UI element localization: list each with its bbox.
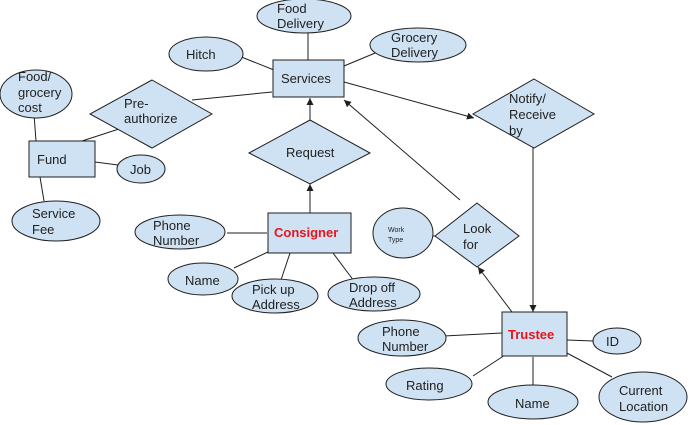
edge-consigner-name [233,250,271,269]
attribute-service-fee: Service Fee [11,200,101,242]
rating-label: Rating [406,378,444,393]
edge-fund-job [94,161,119,166]
consigner-name-label: Name [185,273,220,288]
edge-trustee-location [564,351,613,378]
services-label: Services [281,71,331,86]
attribute-consigner-name: Name [167,262,239,296]
relationship-look-for: Look for [434,202,520,268]
entity-consigner: Consigner [267,212,352,254]
trustee-phone-line-1: Phone [382,324,420,339]
attribute-work-type: Work Type [372,207,434,259]
edge-services-notify [343,81,475,120]
attribute-trustee-phone: Phone Number [357,319,447,357]
trustee-name-label: Name [515,396,550,411]
entity-services: Services [272,59,345,98]
relationship-notify-receive: Notify/ Receive by [471,78,596,149]
consigner-phone-line-2: Number [153,233,200,248]
entity-trustee: Trustee [501,311,568,357]
job-label: Job [130,162,151,177]
edge-lookfor-services [343,99,461,201]
consigner-phone-line-1: Phone [153,218,191,233]
attribute-trustee-name: Name [487,384,579,420]
attribute-job: Job [116,154,166,184]
notify-line-3: by [509,123,523,138]
lookfor-line-1: Look [463,221,492,236]
work-type-line-1: Work [388,227,405,234]
edge-trustee-rating [472,354,506,377]
edge-consigner-pickup [279,252,291,284]
trustee-id-label: ID [606,334,619,349]
attribute-food-delivery: Food Delivery [256,0,352,34]
request-label: Request [286,145,335,160]
attribute-food-grocery-cost: Food/ grocery cost [0,69,73,119]
attribute-hitch: Hitch [168,36,244,72]
edge-trustee-id [566,339,594,342]
edge-fund-cost [33,113,37,142]
service-fee-line-2: Fee [32,222,54,237]
work-type-line-2: Type [388,237,403,244]
trustee-label: Trustee [508,327,554,342]
grocery-delivery-line-2: Delivery [391,45,438,60]
cost-line-1: Food/ [18,69,52,84]
trustee-phone-line-2: Number [382,339,429,354]
preauthorize-line-1: Pre- [124,96,149,111]
cost-line-2: grocery [18,85,62,100]
hitch-label: Hitch [186,47,216,62]
attribute-rating: Rating [385,367,473,401]
pickup-line-1: Pick up [252,282,295,297]
attribute-drop-off-address: Drop off Address [327,276,421,312]
edge-trustee-phone [443,332,503,337]
pickup-line-2: Address [252,297,300,312]
attribute-current-location: Current Location [598,371,688,423]
relationship-pre-authorize: Pre- authorize [88,79,214,149]
service-fee-line-1: Service [32,206,75,221]
connectors [33,28,613,385]
attribute-pick-up-address: Pick up Address [231,278,319,314]
entity-fund: Fund [28,140,96,178]
edge-consigner-dropoff [332,252,355,282]
location-line-2: Location [619,399,668,414]
dropoff-line-2: Address [349,295,397,310]
grocery-delivery-line-1: Grocery [391,30,438,45]
fund-label: Fund [37,152,67,167]
lookfor-line-2: for [463,237,479,252]
notify-line-1: Notify/ [509,91,546,106]
food-delivery-line-2: Delivery [277,16,324,31]
cost-line-3: cost [18,100,42,115]
food-delivery-line-1: Food [277,1,307,16]
edge-services-preauthorize [191,91,273,101]
preauthorize-line-2: authorize [124,111,177,126]
dropoff-line-1: Drop off [349,280,395,295]
attribute-consigner-phone: Phone Number [134,214,226,250]
location-line-1: Current [619,383,663,398]
edge-fund-service-fee [39,176,45,202]
edge-services-grocery-delivery [343,50,381,67]
notify-line-2: Receive [509,107,556,122]
relationship-request: Request [247,119,372,185]
attribute-trustee-id: ID [592,327,642,355]
consigner-label: Consigner [274,225,338,240]
attribute-grocery-delivery: Grocery Delivery [369,27,467,63]
edge-trustee-lookfor [477,266,513,313]
